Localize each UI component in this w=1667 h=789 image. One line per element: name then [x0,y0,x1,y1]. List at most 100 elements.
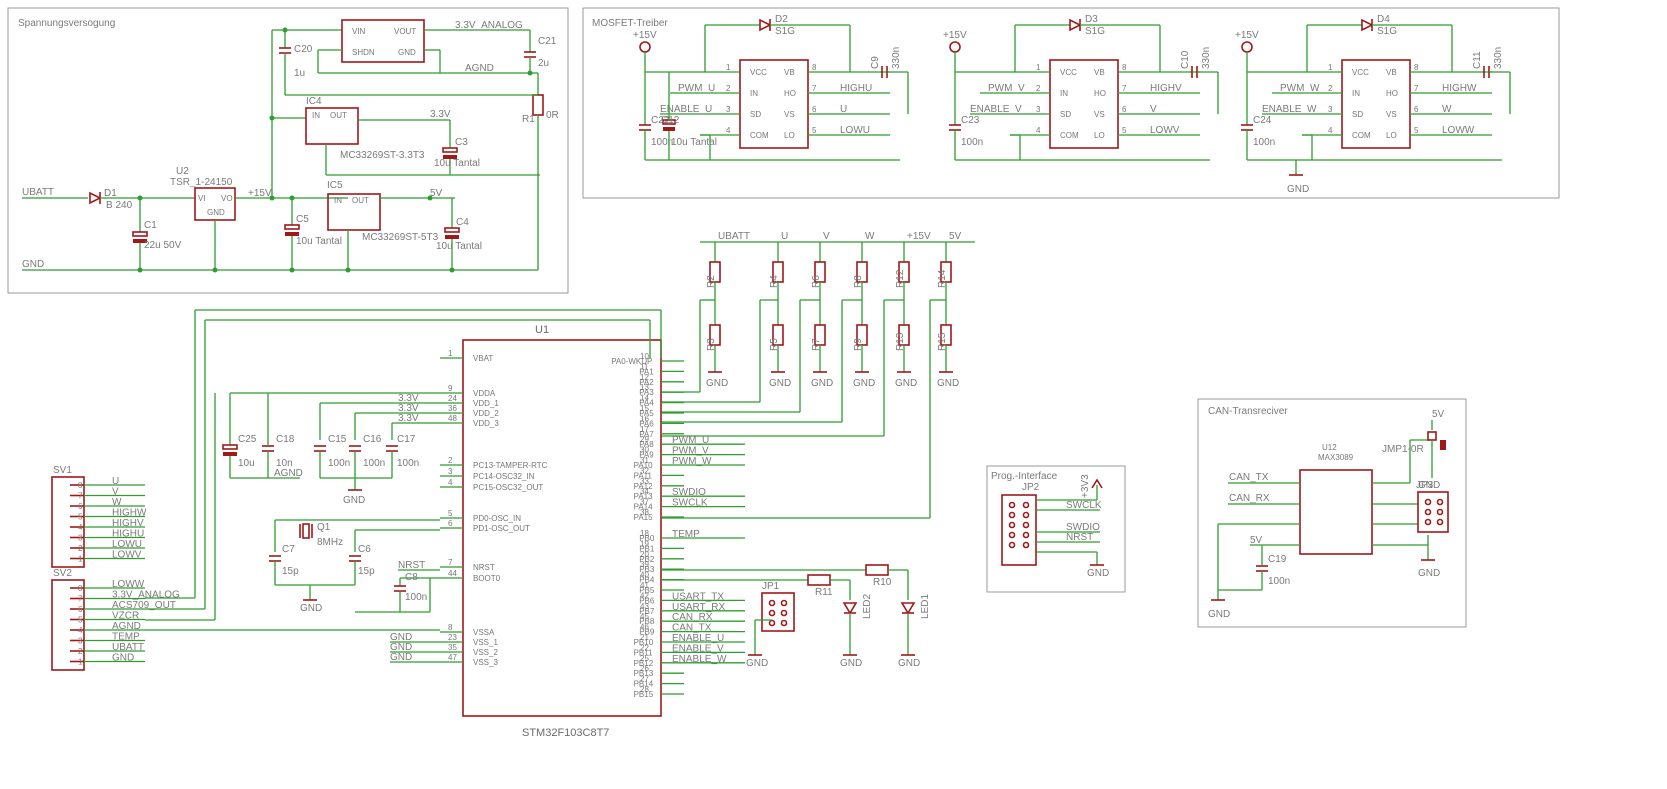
mcu-pin-label: VDD_2 [473,409,499,418]
mcu-pin-number: 28 [640,685,649,694]
driver-pin-number: 5 [1414,126,1419,135]
mcu-net-label: CAN_TX [672,623,712,634]
svg-text:C20: C20 [294,44,313,55]
mcu-pin-label: PA11 [634,471,653,480]
mcu-pin-number: 29 [640,435,649,444]
resistor-r1: R1 0R [522,94,559,125]
sv2-pin-number: 1 [78,658,83,667]
svg-text:VOUT: VOUT [394,27,416,36]
frame-mosfet-title: MOSFET-Treiber [592,18,668,29]
sv1-net-label: HIGHU [112,529,144,540]
decoupling-cap-ref: C22 [651,115,670,126]
sv1-pin-number: 2 [78,544,83,553]
mcu-pin-label: PB15 [634,690,654,699]
svg-text:GND: GND [343,495,365,506]
svg-text:10u Tantal: 10u Tantal [296,236,342,247]
svg-text:GND: GND [390,652,412,663]
resistor-upper-ref: R12 [895,269,906,288]
driver-pin-label: VB [1386,68,1397,77]
svg-text:D1: D1 [104,188,117,199]
mcu-pin-number: 41 [640,581,649,590]
divider-gnd-label: GND [769,378,791,389]
regulator-u2: VI VO GND U2 TSR_1-24150 [170,166,236,221]
mcu-pin-label: PA15 [634,513,654,522]
mcu-pin-number: 12 [640,373,649,382]
sv2-pin-number: 3 [78,637,83,646]
mcu-net-label: ENABLE_W [672,654,727,665]
driver-pin-number: 5 [1122,126,1127,135]
svg-text:GND: GND [840,658,862,669]
sv2-pin-number: 4 [78,626,83,635]
svg-text:VIN: VIN [352,27,366,36]
mcu-pin-number: 26 [640,664,649,673]
svg-text:5V: 5V [1432,409,1445,420]
svg-text:LED2: LED2 [862,594,873,619]
resistor-r11: R11 [807,574,833,598]
regulator-ic5: IN OUT IC5 MC33269ST-5T3 [327,180,439,243]
mcu-pin-number: 18 [640,529,649,538]
capacitor-c21: C21 2u [524,30,557,73]
divider-net-label: UBATT [718,231,750,242]
mcu-pin-label: PA0-WKUP [611,357,652,366]
svg-text:C16: C16 [363,434,382,445]
driver-ic-body [1049,59,1119,149]
mcu-pin-label: PB9 [639,628,655,637]
sv1-net-label: V [112,487,119,498]
svg-text:10n: 10n [276,458,293,469]
driver-pin-number: 4 [726,126,731,135]
svg-text:R1: R1 [522,114,535,125]
driver-pin-number: 4 [1036,126,1041,135]
driver-ic-body [1341,59,1411,149]
net-phase-label: V [1150,104,1157,115]
resistor-upper-ref: R6 [811,275,822,288]
capacitor-c7: C7 15p [269,544,299,577]
svg-text:IC5: IC5 [327,180,343,191]
net-enable-label: ENABLE_V [970,104,1022,115]
mcu-pin-label: VSS_3 [473,658,498,667]
svg-text:SHDN: SHDN [352,48,375,57]
frame-can-transceiver [1197,398,1467,628]
resistor-upper-ref: R2 [706,275,717,288]
driver-pin-number: 3 [1328,105,1333,114]
driver-pin-number: 2 [1036,84,1041,93]
led-led2: LED2 [842,594,873,619]
sv1-net-label: HIGHV [112,518,144,529]
svg-text:GND: GND [398,48,416,57]
sv2-pin-number: 2 [78,647,83,656]
net-high-label: HIGHV [1150,83,1182,94]
resistor-lower-ref: R15 [937,332,948,351]
diode-value: S1G [775,26,795,37]
sv2-pin-number: 7 [78,595,83,604]
mcu-section: U1 STM32F103C8T7 1VBAT9VDDA24VDD_136VDD_… [440,324,745,739]
led-led1: LED1 [900,594,931,619]
capacitor-c4: C4 10u Tantal [436,198,482,270]
mcu-pin-number: 43 [640,602,649,611]
divider-net-label: 5V [949,231,962,242]
sv2-net-label: UBATT [112,642,144,653]
mcu-pin-label: PA6 [639,419,654,428]
sv2-ref: SV2 [53,568,72,579]
mcu-pin-label: VSS_2 [473,648,498,657]
mcu-pin-label: NRST [473,563,495,572]
svg-text:OUT: OUT [330,111,347,120]
diode-ref: D4 [1377,14,1390,25]
mcu-pin-label: PB4 [639,576,655,585]
mosfet-driver-block-3: VCC1IN2SD3COM4VB8HO7VS6LO5PWM_WENABLE_WH… [1235,14,1511,161]
svg-text:C25: C25 [238,434,257,445]
diode-ref: D2 [775,14,788,25]
svg-text:JP1: JP1 [762,581,780,592]
mcu-pin-number: 8 [448,623,453,632]
mcu-pin-number: 17 [640,425,649,434]
mcu-pin-label: PB3 [639,565,655,574]
